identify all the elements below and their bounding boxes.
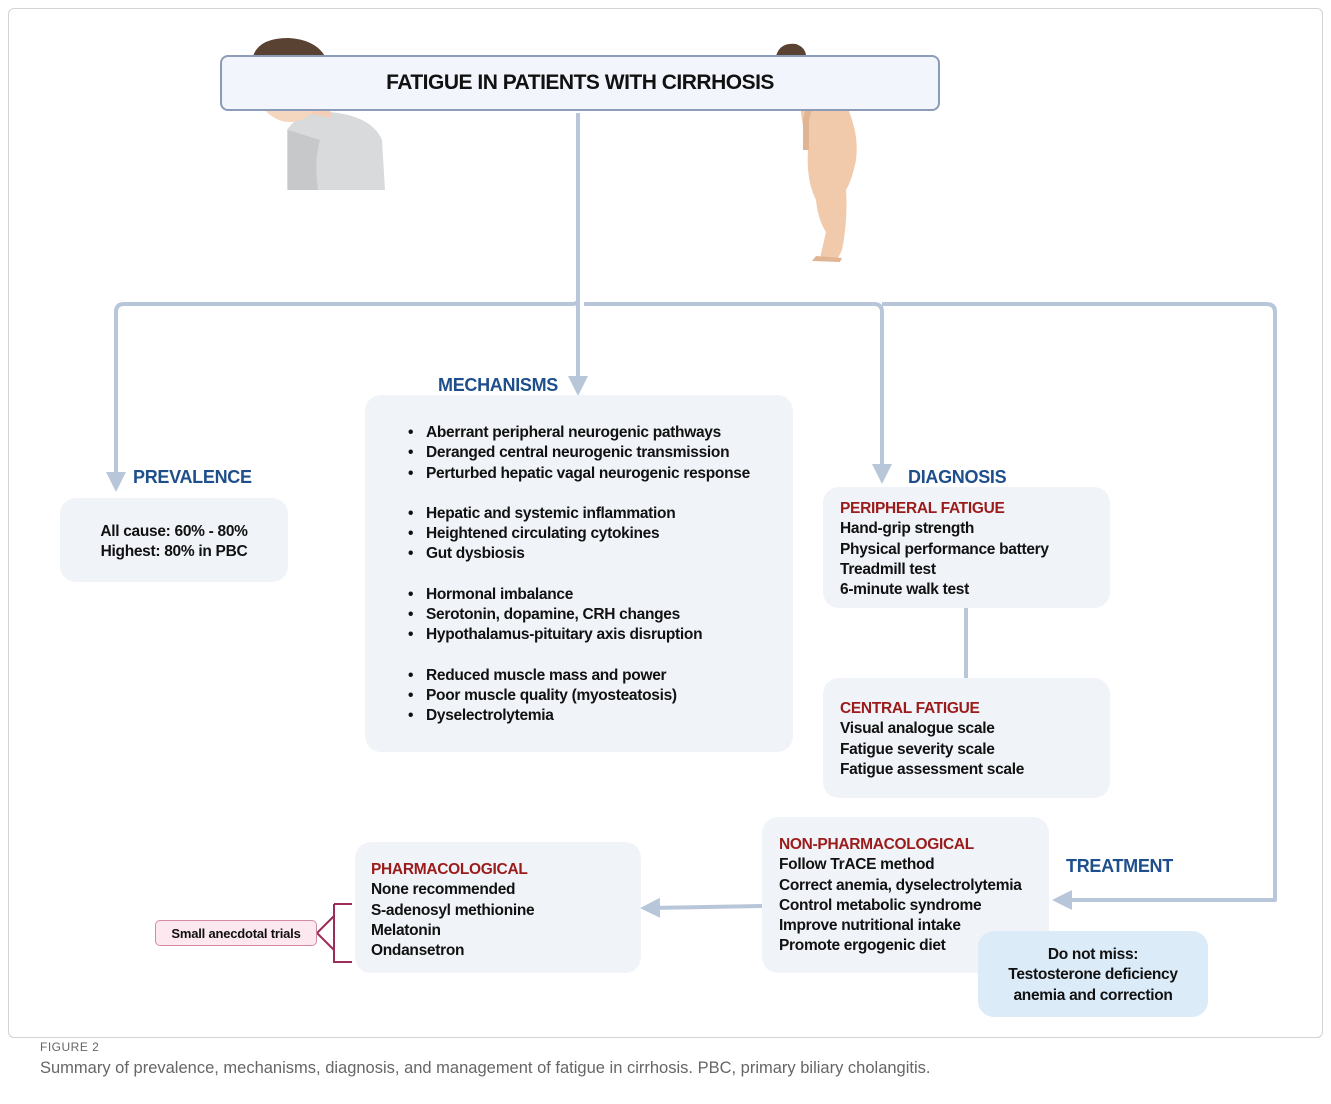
treatment-connector [882, 302, 1277, 910]
mechanism-item: Poor muscle quality (myosteatosis) [404, 686, 793, 707]
diagram-title: FATIGUE IN PATIENTS WITH CIRRHOSIS [220, 55, 940, 111]
mechanisms-box: Aberrant peripheral neurogenic pathways … [365, 395, 793, 752]
treatment-item: None recommended [371, 881, 516, 899]
prevalence-line: Highest: 80% in PBC [100, 543, 248, 561]
mechanism-item: Serotonin, dopamine, CRH changes [404, 605, 793, 626]
diagnosis-item: Visual analogue scale [840, 720, 995, 738]
treatment-item: Promote ergogenic diet [779, 937, 946, 955]
trials-bracket [316, 903, 352, 963]
note-line: Do not miss: [1047, 946, 1139, 963]
diagnosis-item: Fatigue severity scale [840, 740, 995, 758]
diagnosis-item: Hand-grip strength [840, 520, 975, 538]
prevalence-line: All cause: 60% - 80% [100, 523, 248, 540]
mechanism-item: Hormonal imbalance [404, 585, 793, 606]
treatment-item: Improve nutritional intake [779, 917, 961, 935]
mechanism-item: Perturbed hepatic vagal neurogenic respo… [404, 464, 793, 485]
peripheral-fatigue-heading: PERIPHERAL FATIGUE [840, 500, 1005, 517]
pharmacological-connector [640, 897, 763, 918]
prevalence-box: All cause: 60% - 80% Highest: 80% in PBC [60, 498, 288, 582]
central-fatigue-box: CENTRAL FATIGUE Visual analogue scale Fa… [823, 678, 1110, 798]
central-fatigue-heading: CENTRAL FATIGUE [840, 700, 980, 717]
treatment-item: Control metabolic syndrome [779, 896, 982, 914]
mechanism-item: Hepatic and systemic inflammation [404, 504, 793, 525]
mechanism-item: Gut dysbiosis [404, 544, 793, 565]
treatment-item: Follow TrACE method [779, 856, 935, 874]
pharmacological-box: PHARMACOLOGICAL None recommended S-adeno… [355, 842, 641, 973]
mechanisms-group-muscle: Reduced muscle mass and power Poor muscl… [404, 666, 793, 727]
figure-label: FIGURE 2 [40, 1040, 100, 1054]
mechanism-item: Hypothalamus-pituitary axis disruption [404, 625, 793, 646]
diagnosis-item: Fatigue assessment scale [840, 760, 1025, 778]
treatment-item: Correct anemia, dyselectrolytemia [779, 876, 1022, 894]
note-line: Testosterone deficiency [1008, 966, 1178, 984]
treatment-item: Ondansetron [371, 942, 465, 960]
mechanisms-group-neurogenic: Aberrant peripheral neurogenic pathways … [404, 423, 793, 484]
diagnosis-heading: DIAGNOSIS [908, 467, 1007, 487]
mechanisms-group-hormonal: Hormonal imbalance Serotonin, dopamine, … [404, 585, 793, 646]
mechanisms-group-inflammation: Hepatic and systemic inflammation Height… [404, 504, 793, 565]
mechanism-item: Aberrant peripheral neurogenic pathways [404, 423, 793, 444]
diagnosis-item: Physical performance battery [840, 540, 1049, 558]
mechanisms-heading: MECHANISMS [438, 375, 559, 395]
peripheral-fatigue-box: PERIPHERAL FATIGUE Hand-grip strength Ph… [823, 487, 1110, 608]
diagnosis-connector [584, 302, 892, 484]
mechanism-item: Dyselectrolytemia [404, 706, 793, 727]
diagnosis-item: 6-minute walk test [840, 581, 969, 599]
pharmacological-heading: PHARMACOLOGICAL [371, 861, 528, 878]
non-pharmacological-heading: NON-PHARMACOLOGICAL [779, 836, 974, 853]
note-line: anemia and correction [1013, 986, 1173, 1004]
small-trials-tag: Small anecdotal trials [155, 920, 317, 946]
mechanism-item: Heightened circulating cytokines [404, 524, 793, 545]
mechanism-item: Deranged central neurogenic transmission [404, 443, 793, 464]
prevalence-heading: PREVALENCE [133, 467, 252, 487]
treatment-item: S-adenosyl methionine [371, 901, 535, 919]
figure-caption: Summary of prevalence, mechanisms, diagn… [40, 1059, 931, 1077]
treatment-item: Melatonin [371, 921, 441, 939]
diagnosis-item: Treadmill test [840, 560, 936, 578]
do-not-miss-note: Do not miss: Testosterone deficiency ane… [978, 931, 1208, 1017]
treatment-heading: TREATMENT [1066, 856, 1173, 876]
mechanism-item: Reduced muscle mass and power [404, 666, 793, 687]
